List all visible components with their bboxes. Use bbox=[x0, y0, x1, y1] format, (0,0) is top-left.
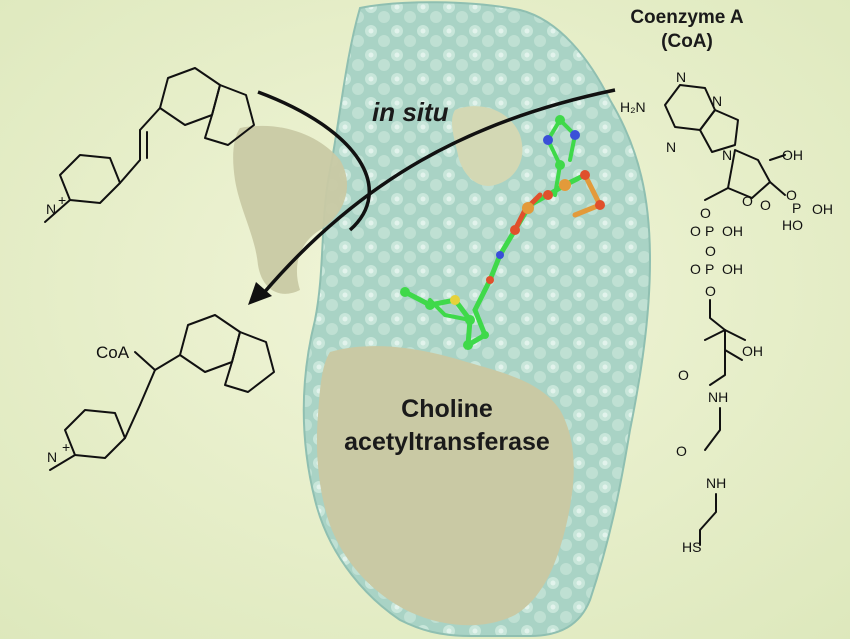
coa-o-pant: O bbox=[705, 283, 716, 299]
reagent-n-atom: N bbox=[46, 201, 56, 217]
coa-pb-p: P bbox=[705, 261, 714, 277]
coenzyme-a-title-line2: (CoA) bbox=[661, 31, 713, 52]
coa-pb-o: O bbox=[690, 261, 701, 277]
coa-pant-oh: OH bbox=[742, 343, 763, 359]
coa-ribose-oh: OH bbox=[782, 147, 803, 163]
protein-cut-face-main bbox=[316, 346, 574, 626]
protein-cut-face-top bbox=[233, 125, 348, 294]
coa-amide1-nh: NH bbox=[708, 389, 728, 405]
coa-3p-ho: HO bbox=[782, 217, 803, 233]
coa-o-5p: O bbox=[700, 205, 711, 221]
coa-structure: H₂N N N N N OH O O P O OH HO O O P OH O … bbox=[620, 69, 833, 555]
coa-bridge-o: O bbox=[705, 243, 716, 259]
coa-n7: N bbox=[666, 139, 676, 155]
coa-n9: N bbox=[722, 147, 732, 163]
in-situ-arrow-curve bbox=[257, 90, 371, 232]
coa-ribose-o: O bbox=[742, 193, 753, 209]
protein-tunnel bbox=[451, 106, 523, 186]
coa-3p-p: P bbox=[792, 200, 801, 216]
adduct-n-atom: N bbox=[47, 449, 57, 465]
coa-amide2-nh: NH bbox=[706, 475, 726, 491]
adduct-structure: N + CoA bbox=[47, 314, 275, 471]
coa-3p-o2: O bbox=[760, 197, 771, 213]
reaction-arrow bbox=[260, 88, 616, 297]
adduct-coa-label: CoA bbox=[96, 343, 130, 362]
coa-3p-o: O bbox=[786, 187, 797, 203]
coa-pa-p: P bbox=[705, 223, 714, 239]
in-situ-label: in situ bbox=[372, 97, 449, 127]
coa-pb-oh: OH bbox=[722, 261, 743, 277]
reaction-arrowhead bbox=[248, 282, 272, 305]
reagent-structure: N + bbox=[44, 67, 255, 223]
coa-n3: N bbox=[712, 93, 722, 109]
enzyme-label-line1: Choline bbox=[401, 395, 493, 423]
coa-thiol: HS bbox=[682, 539, 701, 555]
coa-3p-oh: OH bbox=[812, 201, 833, 217]
coa-amide2-o: O bbox=[676, 443, 687, 459]
enzyme-label-line2: acetyltransferase bbox=[344, 428, 550, 456]
coenzyme-a-title-line1: Coenzyme A bbox=[630, 7, 744, 28]
adduct-plus-charge: + bbox=[62, 439, 70, 455]
coa-pa-oh: OH bbox=[722, 223, 743, 239]
enzyme-label: Choline acetyltransferase bbox=[312, 393, 582, 459]
reagent-plus-charge: + bbox=[58, 192, 66, 208]
coa-amine: H₂N bbox=[620, 99, 646, 115]
coenzyme-a-title: Coenzyme A (CoA) bbox=[612, 6, 762, 54]
coa-ligand-model bbox=[400, 115, 605, 350]
coa-pa-o: O bbox=[690, 223, 701, 239]
coa-n1: N bbox=[676, 69, 686, 85]
coa-amide1-o: O bbox=[678, 367, 689, 383]
